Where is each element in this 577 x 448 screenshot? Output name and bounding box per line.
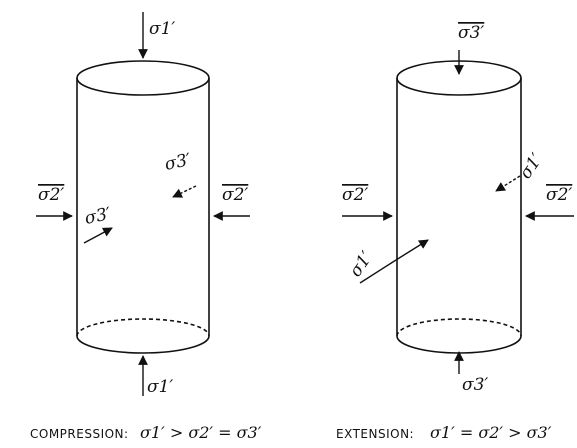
stress-label-left: σ2′ bbox=[38, 185, 64, 205]
cylinder-bottom-back bbox=[396, 318, 522, 337]
cylinder-top-face bbox=[76, 60, 210, 96]
stress-label-right: σ2′ bbox=[546, 185, 572, 205]
extension-cylinder bbox=[396, 60, 522, 354]
stress-label-front: σ1′ bbox=[346, 248, 378, 281]
cylinder-bottom-back bbox=[76, 318, 210, 337]
compression-cylinder bbox=[76, 60, 210, 354]
compression-caption-word: COMPRESSION: bbox=[30, 427, 129, 441]
stress-label-right: σ2′ bbox=[222, 185, 248, 205]
stress-label-back: σ3′ bbox=[163, 150, 193, 175]
stress-arrow-back bbox=[495, 175, 521, 192]
stress-arrow-back bbox=[172, 185, 197, 198]
compression-caption-relation: σ1′ > σ2′ = σ3′ bbox=[140, 423, 262, 442]
extension-panel: σ3′ σ3′ σ2′ σ2′ σ1′ σ1′ EXTENSION: σ1′ =… bbox=[336, 23, 574, 442]
stress-arrow-front-inner bbox=[395, 239, 429, 261]
cylinder-bottom-front bbox=[76, 335, 210, 354]
extension-caption-word: EXTENSION: bbox=[336, 427, 414, 441]
stress-arrow-front bbox=[83, 227, 113, 244]
stress-label-left: σ2′ bbox=[342, 185, 368, 205]
stress-arrow-front bbox=[359, 259, 397, 284]
stress-label-bottom: σ3′ bbox=[462, 375, 488, 395]
compression-panel: σ1′ σ1′ σ2′ σ2′ σ3′ σ3′ COMPRESSION: σ1′… bbox=[30, 12, 262, 442]
cylinder-bottom-front bbox=[396, 335, 522, 354]
extension-caption-relation: σ1′ = σ2′ > σ3′ bbox=[430, 423, 552, 442]
stress-label-bottom: σ1′ bbox=[147, 377, 173, 397]
stress-label-top: σ1′ bbox=[149, 19, 175, 39]
stress-label-top: σ3′ bbox=[458, 23, 484, 43]
stress-label-front: σ3′ bbox=[83, 204, 113, 229]
